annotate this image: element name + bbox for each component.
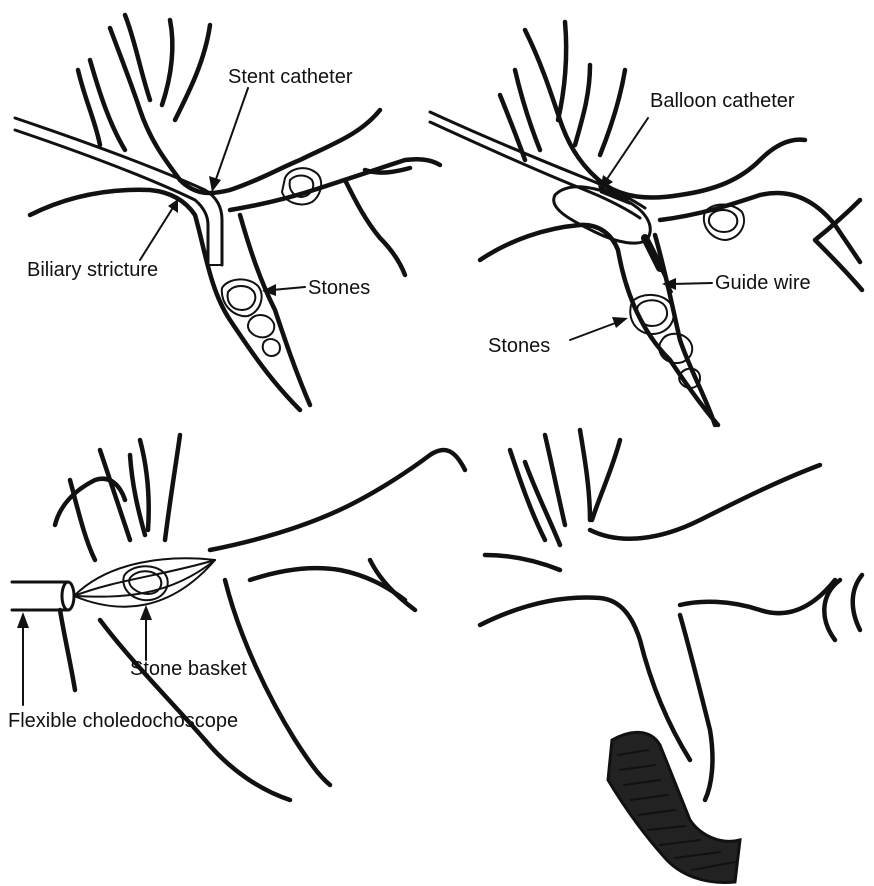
biliary-stent-coil xyxy=(608,732,740,882)
label-guide-wire: Guide wire xyxy=(715,272,811,294)
panel-balloon-catheter xyxy=(430,22,862,425)
label-stones-1: Stones xyxy=(308,277,370,299)
label-stent-catheter: Stent catheter xyxy=(228,66,353,88)
label-balloon-catheter: Balloon catheter xyxy=(650,90,795,112)
panel-choledochoscope xyxy=(12,435,465,800)
label-stone-basket: Stone basket xyxy=(130,658,247,680)
label-biliary-stricture: Biliary stricture xyxy=(27,259,158,281)
panel-cleared-ducts xyxy=(480,430,862,883)
label-stones-2: Stones xyxy=(488,335,550,357)
label-flexible-choledochoscope: Flexible choledochoscope xyxy=(8,710,238,732)
